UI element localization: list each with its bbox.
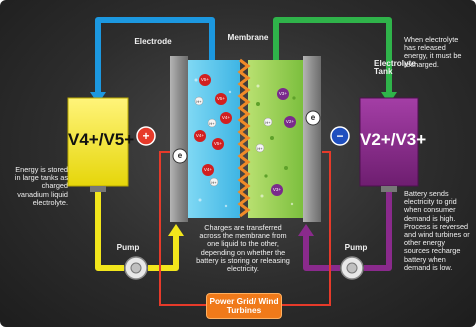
pump-left-icon	[124, 256, 148, 280]
positive-tank-label: V4+/V5+	[68, 130, 135, 149]
particle-h-label: H+	[211, 180, 217, 185]
blue-pipe	[95, 17, 215, 98]
recharge-note: When electrolyte has released energy, it…	[404, 35, 462, 69]
purple-pipe-return	[303, 230, 340, 271]
electron-right-icon	[305, 110, 321, 126]
electrode-left	[170, 56, 188, 222]
particle-v4-label: V4+	[203, 167, 213, 172]
electron-left-icon	[172, 148, 188, 164]
green-dots	[256, 96, 296, 178]
particle-h-label: H+	[257, 146, 263, 151]
v5-particles	[194, 74, 232, 176]
electron-right-label: e	[310, 113, 316, 122]
purple-pipe	[364, 188, 392, 271]
charges-note: Charges are transferred across the membr…	[196, 223, 290, 274]
particle-v5-label: V5+	[200, 77, 210, 82]
plus-sign: +	[142, 129, 150, 143]
particle-h-label: H+	[265, 120, 271, 125]
minus-sign: −	[336, 129, 344, 143]
power-grid-box: Power Grid/ Wind Turbines	[206, 293, 282, 319]
h-particles	[194, 96, 273, 187]
purple-pipe-arrow	[298, 224, 314, 236]
electrode-label: Electrode	[134, 37, 172, 46]
energy-note: Energy is stored in large tanks as charg…	[14, 165, 68, 207]
negative-tank	[359, 97, 419, 192]
battery-note: Battery sends electricity to grid when c…	[404, 189, 470, 272]
yellow-pipe-arrow	[168, 224, 184, 236]
particle-v4-label: V4+	[195, 133, 205, 138]
membrane	[237, 58, 251, 218]
particle-v3-label: V3+	[272, 187, 282, 192]
electrolyte-tank-label: Electrolyte Tank	[374, 59, 416, 77]
particle-v3-label: V3+	[278, 91, 288, 96]
yellow-pipe-return	[148, 230, 179, 271]
particle-h-label: H+	[209, 121, 215, 126]
wire-left	[159, 151, 206, 306]
particle-h-label: H+	[196, 99, 202, 104]
pump-right-label: Pump	[344, 243, 368, 252]
particle-v5-label: V5+	[216, 96, 226, 101]
negative-terminal-icon	[330, 126, 350, 146]
wire-right	[280, 151, 331, 306]
electrode-right	[303, 56, 321, 222]
positive-tank	[67, 97, 129, 192]
power-grid-label: Power Grid/ Wind Turbines	[209, 295, 279, 315]
negative-tank-label: V2+/V3+	[360, 130, 427, 149]
pump-right-icon	[340, 256, 364, 280]
particle-v5-label: V5+	[213, 141, 223, 146]
green-pipe	[273, 17, 392, 98]
particle-v2-label: V2+	[285, 119, 295, 124]
particle-v4-label: V4+	[221, 115, 231, 120]
v-negative-particles	[271, 88, 296, 196]
yellow-pipe	[95, 188, 124, 271]
pump-left-label: Pump	[116, 243, 140, 252]
bubbles	[194, 78, 294, 208]
positive-terminal-icon	[136, 126, 156, 146]
membrane-label: Membrane	[227, 33, 269, 42]
electron-left-label: e	[177, 151, 183, 160]
